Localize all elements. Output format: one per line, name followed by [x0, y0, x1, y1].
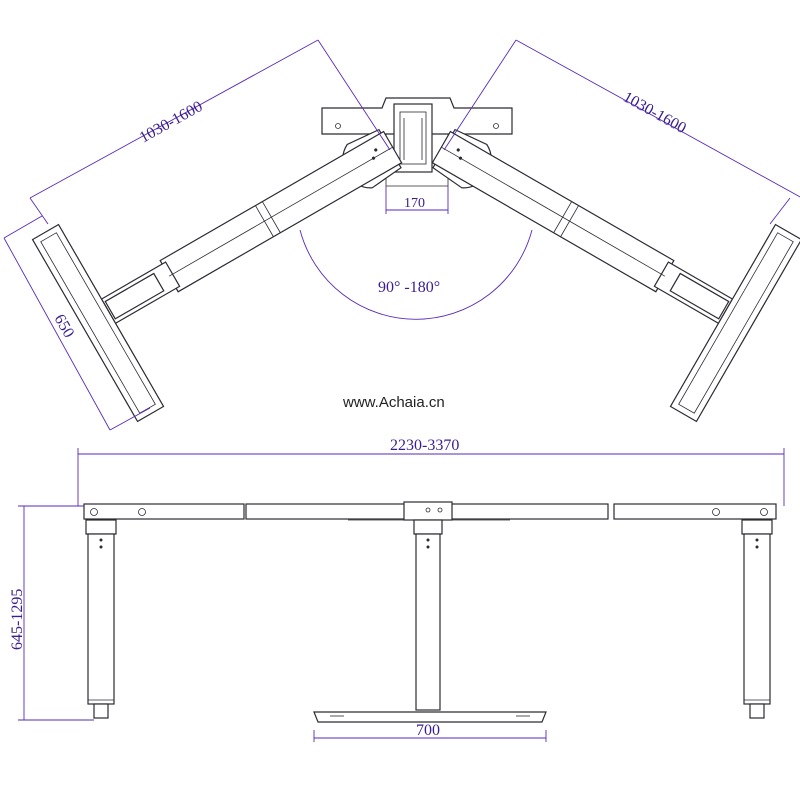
label-center-width: 170	[404, 196, 425, 211]
left-arm-frame	[31, 128, 403, 423]
dim-total-length: 2230-3370	[77, 437, 785, 506]
label-right-arm-length: 1030-1600	[620, 89, 689, 137]
top-beam	[83, 501, 777, 521]
label-left-arm-length: 1030-1600	[137, 98, 206, 146]
label-height-range: 645-1295	[9, 589, 26, 650]
label-angle-range: 90° -180°	[378, 279, 440, 296]
dim-height: 645-1295	[9, 505, 94, 721]
label-foot-width: 700	[416, 722, 440, 739]
right-leg	[741, 519, 773, 719]
dim-center-width: 170	[385, 186, 449, 214]
center-leg	[313, 519, 547, 723]
watermark: www.Achaia.cn	[342, 394, 445, 411]
label-depth: 650	[51, 312, 78, 341]
label-total-length: 2230-3370	[390, 437, 459, 454]
top-view: 1030-1600 1030-1600 650 170 90° -180°	[3, 39, 800, 431]
dim-foot-width: 700	[313, 722, 547, 742]
left-leg	[85, 519, 117, 719]
dim-angle: 90° -180°	[299, 229, 533, 320]
front-view: 2230-3370	[9, 437, 785, 742]
